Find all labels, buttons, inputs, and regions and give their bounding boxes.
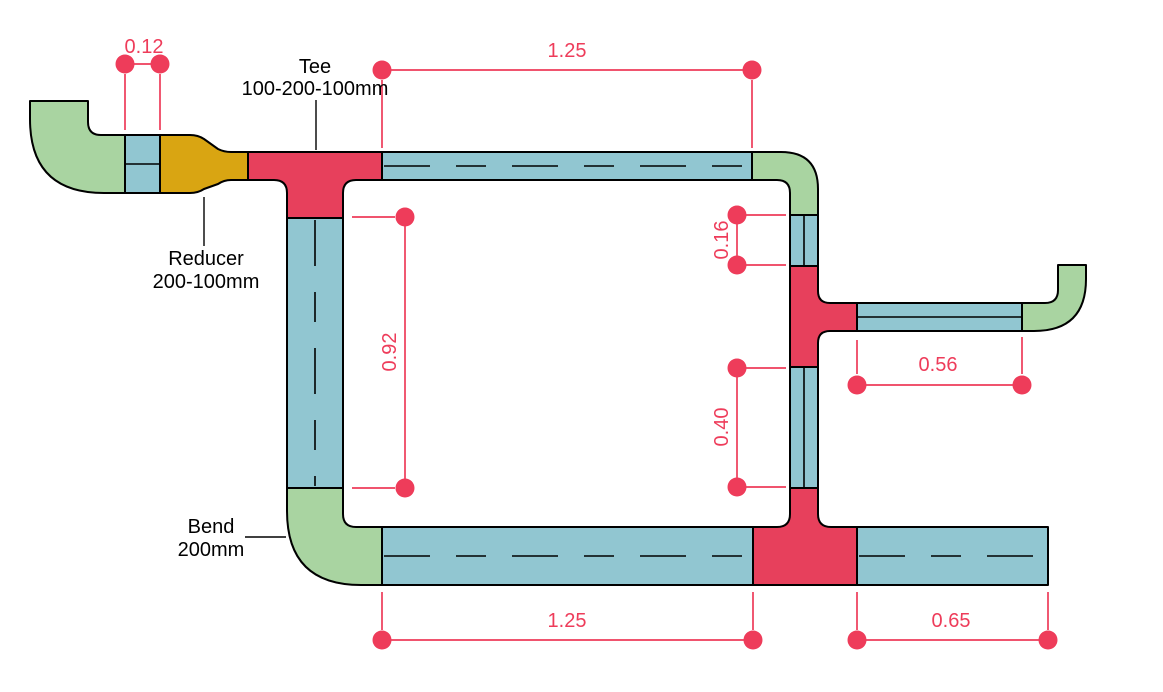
tee-label-line1: Tee	[299, 56, 331, 78]
dimension-dot	[1012, 375, 1032, 395]
dimension-dot	[727, 255, 747, 275]
tee-label: Tee 100-200-100mm	[242, 56, 389, 150]
inlet-bend-fitting	[29, 100, 126, 194]
reducer-label: Reducer 200-100mm	[153, 197, 260, 293]
dimension-dot	[395, 478, 415, 498]
dimension-bottom-outlet: 0.65	[847, 592, 1058, 650]
dimension-dot	[847, 375, 867, 395]
tee-1-fitting	[247, 151, 383, 219]
bend-label-line1: Bend	[188, 516, 235, 538]
reducer-label-line1: Reducer	[168, 248, 244, 270]
extension-line	[352, 216, 395, 489]
dimension-dot	[742, 60, 762, 80]
dimension-text-bottom-run: 1.25	[548, 610, 587, 632]
dimension-text-drop-upper: 0.16	[711, 221, 733, 260]
tee-3-fitting	[752, 487, 858, 586]
pipe-centerlines	[125, 163, 1047, 557]
extension-line	[381, 592, 754, 630]
dimension-dot	[372, 60, 392, 80]
dimension-dot	[150, 54, 170, 74]
extension-line	[856, 337, 1023, 374]
dimension-dot	[727, 205, 747, 225]
tee-label-line2: 100-200-100mm	[242, 78, 389, 100]
bend-label: Bend 200mm	[178, 516, 286, 561]
extension-line	[124, 74, 161, 130]
extension-line	[746, 367, 786, 488]
bottom-run-pipe	[381, 526, 754, 586]
dimension-branch-run: 0.56	[847, 337, 1032, 395]
extension-line	[381, 80, 753, 148]
dimension-dot	[743, 630, 763, 650]
bend-branch-right-fitting	[1021, 264, 1087, 332]
bend-bottom-left-fitting	[286, 487, 383, 586]
top-run-pipe	[381, 151, 753, 181]
dimension-inlet-stub: 0.12	[115, 36, 170, 130]
dimension-drop-upper: 0.16	[711, 205, 786, 275]
tee-2-fitting	[789, 265, 858, 368]
dimension-text-bottom-outlet: 0.65	[932, 610, 971, 632]
dimension-text-drop-lower: 0.40	[711, 408, 733, 447]
dimension-dot	[1038, 630, 1058, 650]
dimension-text-inlet-stub: 0.12	[125, 36, 164, 58]
dimension-dot	[847, 630, 867, 650]
extension-line	[856, 592, 1049, 630]
dimensions: 0.12 1.25 0.16 0.92	[115, 36, 1058, 650]
component-labels: Tee 100-200-100mm Reducer 200-100mm Bend…	[153, 56, 389, 561]
reducer-label-line2: 200-100mm	[153, 271, 260, 293]
dimension-text-top-run: 1.25	[548, 40, 587, 62]
dimension-bottom-run: 1.25	[372, 592, 763, 650]
dimension-top-run: 1.25	[372, 40, 762, 148]
dimension-dot	[115, 54, 135, 74]
dimension-left-riser: 0.92	[352, 207, 415, 498]
reducer-fitting	[159, 134, 249, 194]
bend-top-right-fitting	[751, 151, 819, 216]
dimension-dot	[727, 477, 747, 497]
components	[29, 100, 1087, 586]
bend-label-line2: 200mm	[178, 539, 245, 561]
dimension-drop-lower: 0.40	[711, 358, 786, 497]
dimension-dot	[395, 207, 415, 227]
extension-line	[746, 214, 786, 266]
dimension-dot	[372, 630, 392, 650]
dimension-text-left-riser: 0.92	[379, 333, 401, 372]
dimension-text-branch-run: 0.56	[919, 354, 958, 376]
dimension-dot	[727, 358, 747, 378]
